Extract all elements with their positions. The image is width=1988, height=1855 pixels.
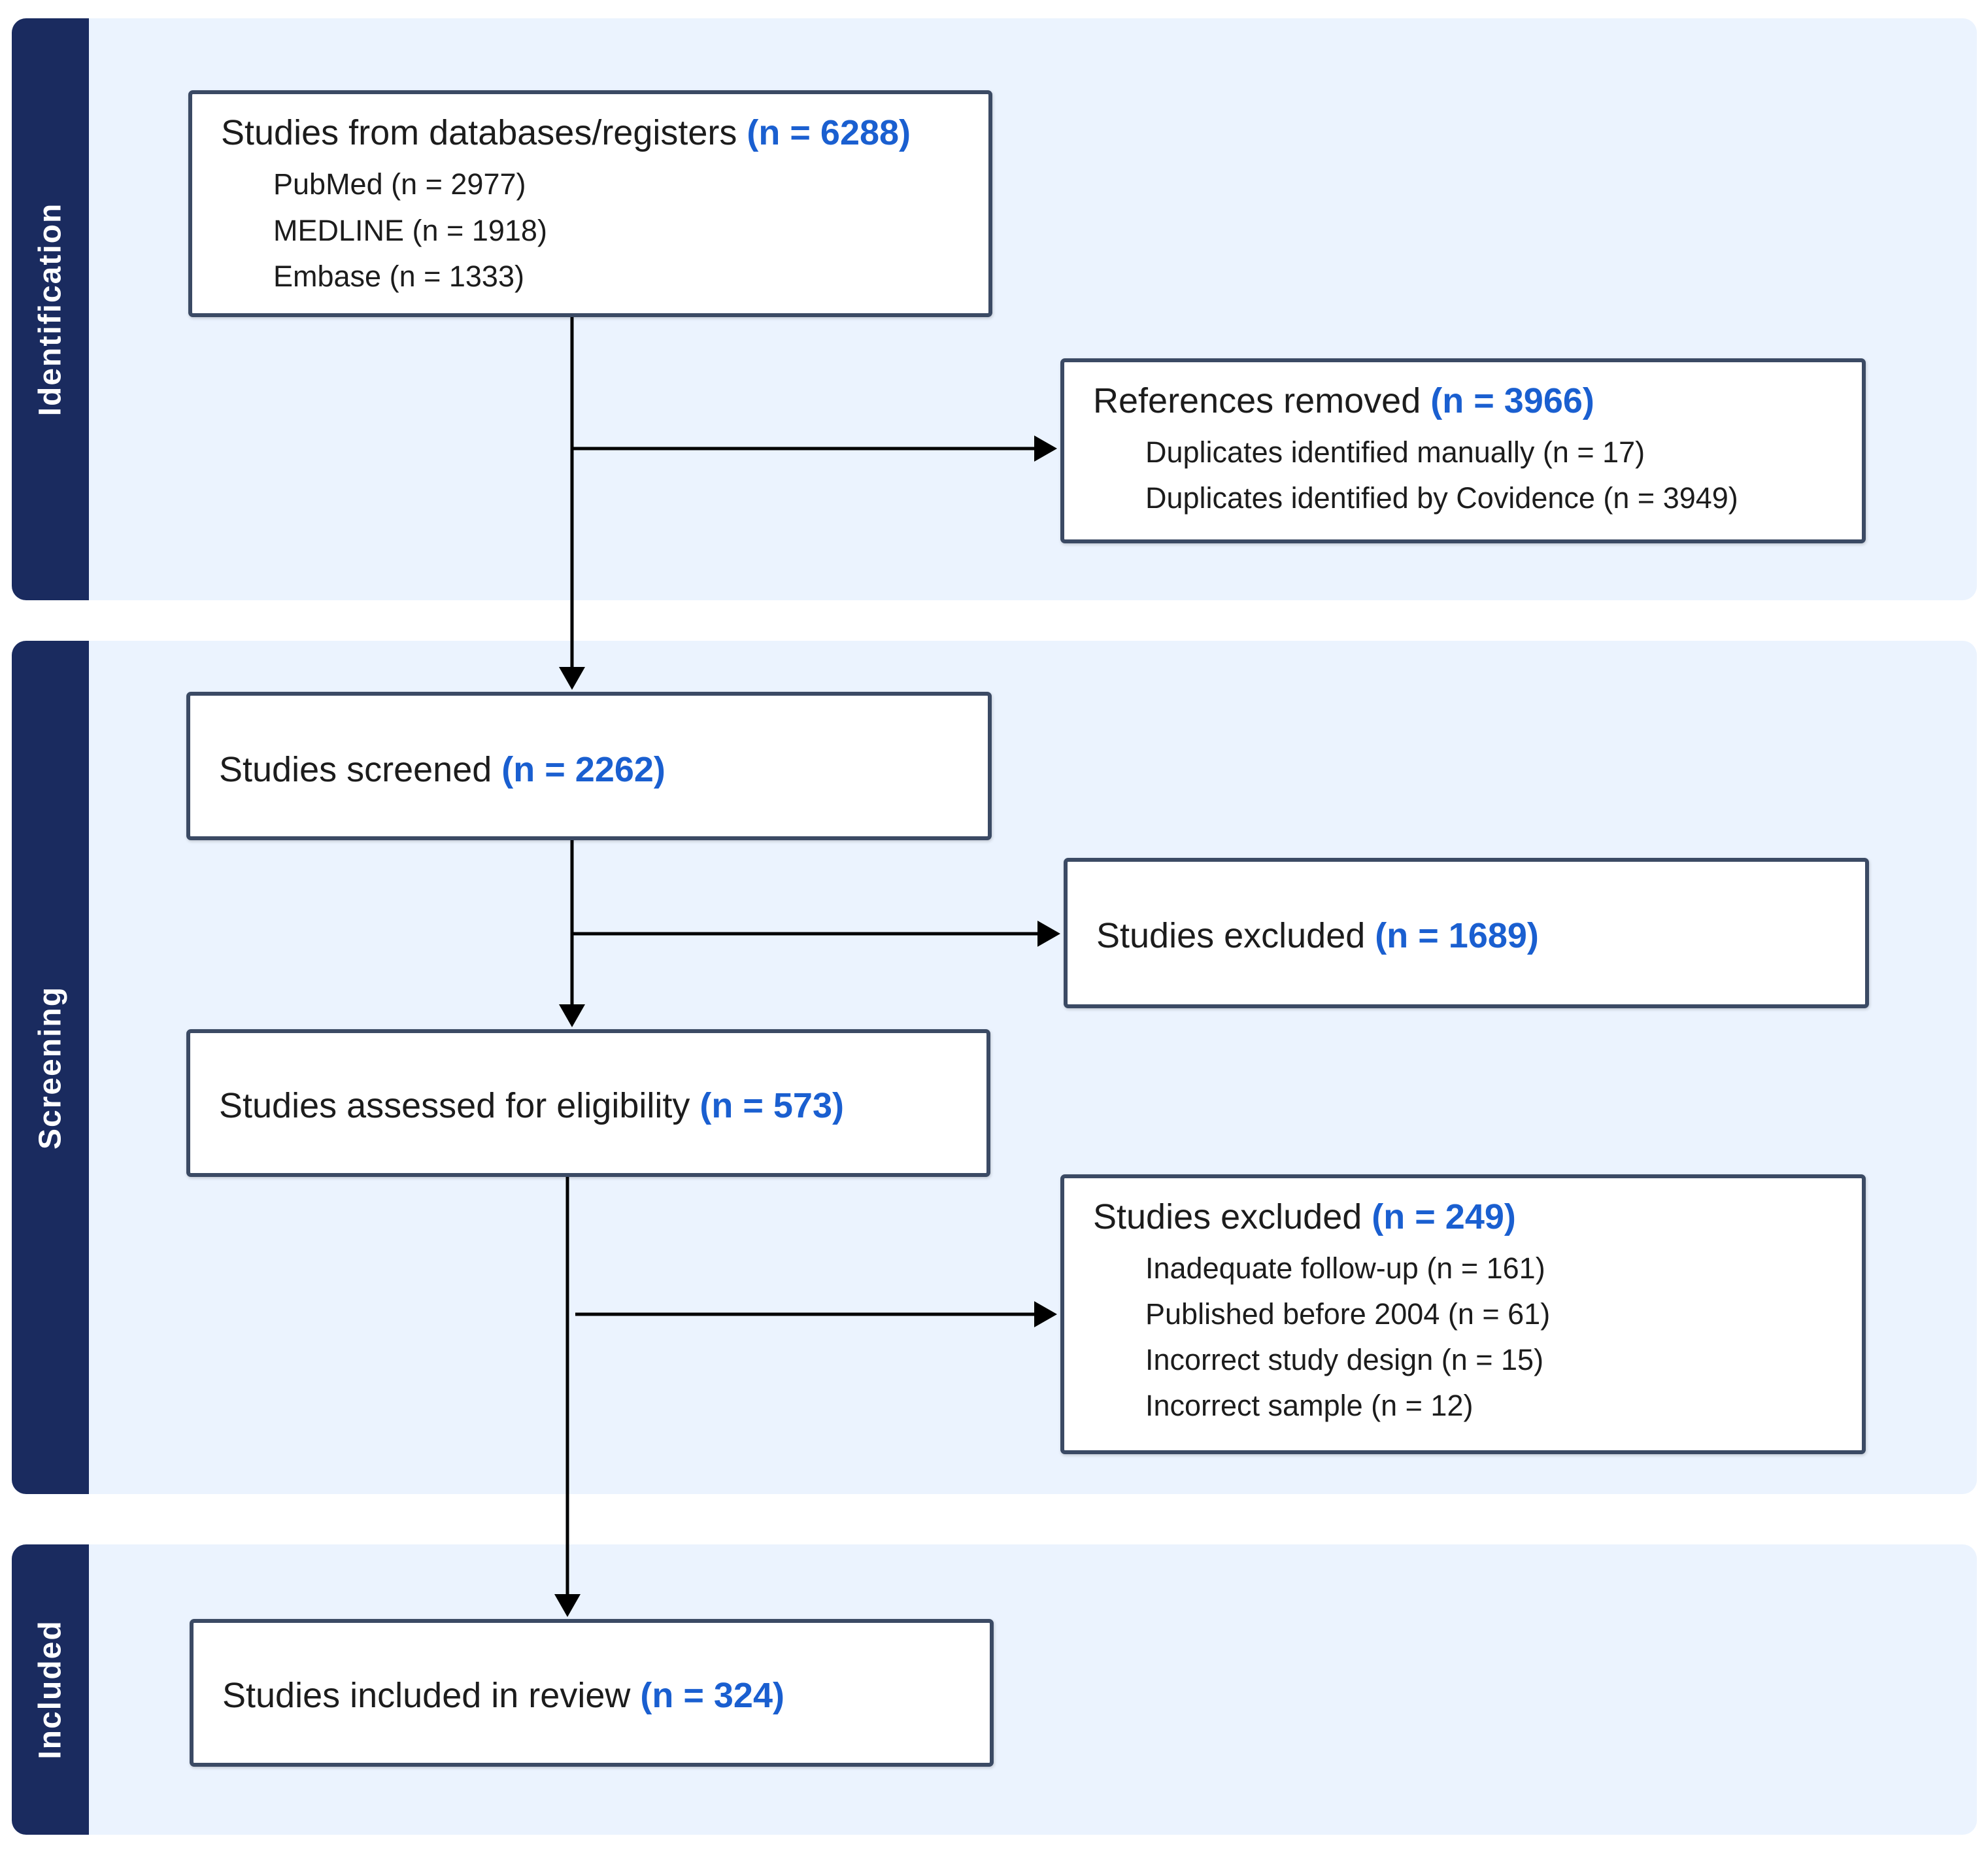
studies-excluded-screening-box: Studies excluded (n = 1689)	[1064, 858, 1869, 1008]
source-embase: Embase (n = 1333)	[273, 260, 524, 293]
studies-screened-count: (n = 2262)	[501, 750, 665, 789]
studies-excluded-screening-count: (n = 1689)	[1375, 916, 1539, 955]
studies-excluded-eligibility-count: (n = 249)	[1372, 1197, 1516, 1236]
included-phase-tab: Included	[12, 1544, 89, 1835]
studies-eligibility-count: (n = 573)	[699, 1086, 844, 1125]
studies-eligibility-box: Studies assessed for eligibility (n = 57…	[186, 1029, 990, 1177]
studies-excluded-eligibility-title-text: Studies excluded	[1093, 1197, 1362, 1236]
studies-identified-title-text: Studies from databases/registers	[221, 113, 737, 152]
reason-incorrect-study-design: Incorrect study design (n = 15)	[1145, 1343, 1544, 1376]
source-medline: MEDLINE (n = 1918)	[273, 214, 547, 247]
studies-screened-title-text: Studies screened	[219, 750, 492, 789]
screening-phase-tab: Screening	[12, 641, 89, 1494]
studies-screened-box: Studies screened (n = 2262)	[186, 692, 992, 840]
studies-included-title: Studies included in review (n = 324)	[222, 1675, 784, 1716]
studies-identified-box: Studies from databases/registers (n = 62…	[188, 90, 992, 317]
studies-excluded-eligibility-box: Studies excluded (n = 249) Inadequate fo…	[1060, 1174, 1866, 1454]
studies-identified-title: Studies from databases/registers (n = 62…	[221, 112, 911, 153]
reason-published-before-2004: Published before 2004 (n = 61)	[1145, 1297, 1551, 1331]
reason-inadequate-follow-up: Inadequate follow-up (n = 161)	[1145, 1251, 1545, 1285]
studies-eligibility-title-text: Studies assessed for eligibility	[219, 1086, 690, 1125]
duplicates-manual: Duplicates identified manually (n = 17)	[1145, 435, 1645, 469]
studies-excluded-eligibility-title: Studies excluded (n = 249)	[1093, 1197, 1516, 1237]
studies-excluded-screening-title-text: Studies excluded	[1096, 916, 1366, 955]
studies-excluded-screening-title: Studies excluded (n = 1689)	[1096, 915, 1539, 956]
studies-included-title-text: Studies included in review	[222, 1676, 631, 1715]
studies-included-box: Studies included in review (n = 324)	[190, 1619, 994, 1767]
identification-phase-tab: Identification	[12, 18, 89, 600]
studies-identified-count: (n = 6288)	[747, 113, 911, 152]
studies-eligibility-title: Studies assessed for eligibility (n = 57…	[219, 1085, 844, 1126]
source-pubmed: PubMed (n = 2977)	[273, 167, 526, 201]
studies-included-count: (n = 324)	[640, 1676, 784, 1715]
studies-screened-title: Studies screened (n = 2262)	[219, 749, 665, 790]
references-removed-title-text: References removed	[1093, 381, 1421, 420]
references-removed-count: (n = 3966)	[1430, 381, 1594, 420]
references-removed-title: References removed (n = 3966)	[1093, 381, 1594, 421]
references-removed-box: References removed (n = 3966) Duplicates…	[1060, 358, 1866, 543]
reason-incorrect-sample: Incorrect sample (n = 12)	[1145, 1389, 1474, 1422]
duplicates-covidence: Duplicates identified by Covidence (n = …	[1145, 481, 1738, 515]
